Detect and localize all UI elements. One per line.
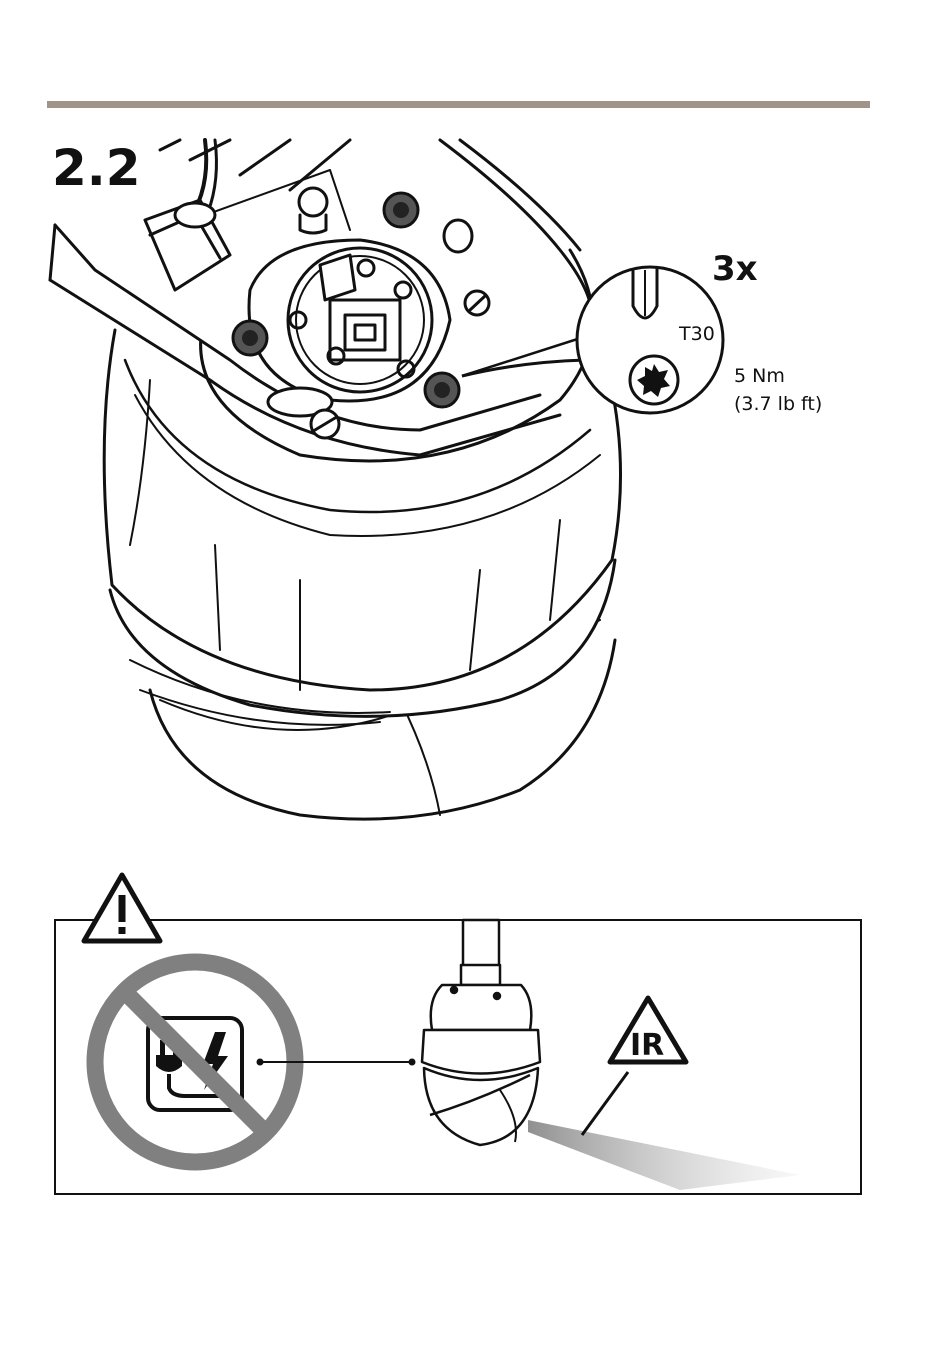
step-number: 2.2 bbox=[52, 139, 141, 197]
bit-type-label: T30 bbox=[678, 323, 715, 345]
warning-triangle-icon bbox=[84, 875, 160, 941]
camera-mount-illustration bbox=[50, 140, 621, 819]
torque-nm-label: 5 Nm bbox=[734, 365, 785, 387]
header-rule bbox=[47, 101, 870, 108]
quantity-label: 3x bbox=[712, 249, 758, 289]
torx-screw-2 bbox=[384, 193, 418, 227]
ir-label: IR bbox=[630, 1028, 664, 1063]
torx-screw-1 bbox=[233, 321, 267, 355]
torx-star-icon bbox=[630, 356, 678, 404]
torx-screw-3 bbox=[425, 373, 459, 407]
tool-callout: T30 bbox=[577, 267, 723, 413]
torque-lbft-label: (3.7 lb ft) bbox=[734, 393, 822, 415]
